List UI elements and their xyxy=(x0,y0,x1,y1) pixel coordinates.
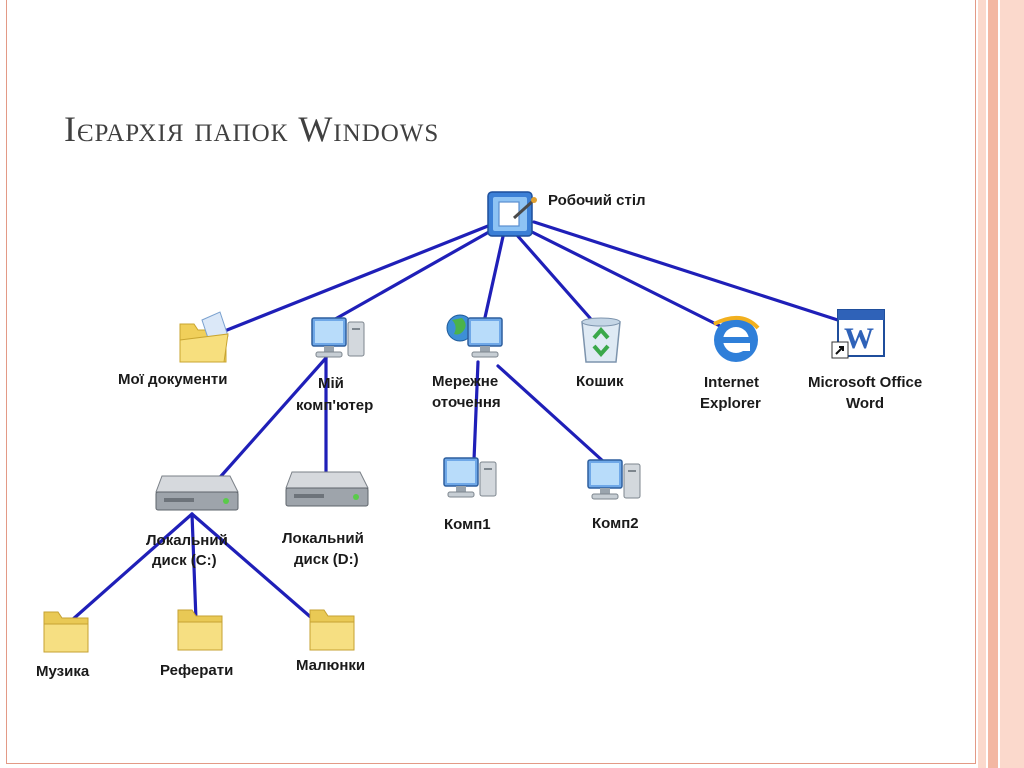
node-label: Кошик xyxy=(576,373,624,390)
node-word[interactable]: W Microsoft Office Word xyxy=(808,309,922,412)
node-label: Локальний xyxy=(282,530,364,547)
connector-disk_c-pictures xyxy=(190,512,316,622)
node-disk-c[interactable]: Локальний диск (C:) xyxy=(146,475,239,569)
node-label: диск (D:) xyxy=(294,551,359,568)
node-essays[interactable]: Реферати xyxy=(160,609,233,679)
node-music[interactable]: Музика xyxy=(36,611,90,680)
connector-disk_c-essays xyxy=(190,512,198,622)
connector-desktop-recycle_bin xyxy=(514,232,592,320)
svg-text:W: W xyxy=(844,322,874,355)
connector-my_computer-disk_c xyxy=(212,356,328,486)
node-label: Microsoft Office xyxy=(808,374,922,391)
node-label: Мої документи xyxy=(118,371,227,388)
decorative-stripes xyxy=(978,0,1024,768)
desktop-icon xyxy=(487,191,537,237)
node-label: Комп2 xyxy=(592,515,639,532)
node-comp2[interactable]: Комп2 xyxy=(587,459,641,532)
recycle-bin-icon xyxy=(581,317,621,363)
node-label: Internet xyxy=(704,374,759,391)
slide-frame xyxy=(6,0,976,764)
node-label: оточення xyxy=(432,394,501,411)
node-label: Малюнки xyxy=(296,657,365,674)
documents-folder-icon xyxy=(179,311,229,363)
node-label: Робочий стіл xyxy=(548,192,646,209)
node-label: Мій xyxy=(318,375,344,392)
hard-drive-icon xyxy=(155,475,239,511)
connector-desktop-word xyxy=(532,220,846,324)
folder-icon xyxy=(43,611,89,653)
node-disk-d[interactable]: Локальний диск (D:) xyxy=(282,471,369,568)
connector-desktop-my_documents xyxy=(210,224,490,338)
node-label: Комп1 xyxy=(444,516,491,533)
computer-icon xyxy=(443,457,497,498)
slide-title: Ієрархія папок Windows xyxy=(64,109,440,149)
node-recycle-bin[interactable]: Кошик xyxy=(576,317,624,390)
node-pictures[interactable]: Малюнки xyxy=(296,609,365,674)
node-label: Локальний xyxy=(146,532,228,549)
node-label: Реферати xyxy=(160,662,233,679)
node-label: Explorer xyxy=(700,395,761,412)
connector-desktop-my_computer xyxy=(328,226,498,324)
internet-explorer-icon xyxy=(713,316,760,362)
folder-icon xyxy=(177,609,223,651)
computer-icon xyxy=(311,317,365,358)
node-label: комп'ютер xyxy=(296,397,373,414)
node-my-computer[interactable]: Мій комп'ютер xyxy=(296,317,373,414)
connector-desktop-network xyxy=(482,230,506,324)
node-label: Музика xyxy=(36,663,90,680)
connector-desktop-internet_explorer xyxy=(526,228,722,328)
folder-icon xyxy=(309,609,355,651)
connector-lines xyxy=(70,220,846,622)
node-label: Мережне xyxy=(432,373,498,390)
node-my-documents[interactable]: Мої документи xyxy=(118,311,229,388)
network-globe-icon xyxy=(446,314,503,358)
node-desktop[interactable]: Робочий стіл xyxy=(487,191,646,237)
node-internet-explorer[interactable]: Internet Explorer xyxy=(700,316,761,412)
connector-disk_c-music xyxy=(70,512,194,622)
hard-drive-icon xyxy=(285,471,369,507)
node-label: диск (C:) xyxy=(152,552,217,569)
node-network[interactable]: Мережне оточення xyxy=(432,314,503,411)
node-label: Word xyxy=(846,395,884,412)
connector-network-comp1 xyxy=(472,360,480,462)
node-comp1[interactable]: Комп1 xyxy=(443,457,497,533)
computer-icon xyxy=(587,459,641,500)
word-shortcut-icon: W xyxy=(831,309,885,359)
connector-network-comp2 xyxy=(496,364,606,464)
